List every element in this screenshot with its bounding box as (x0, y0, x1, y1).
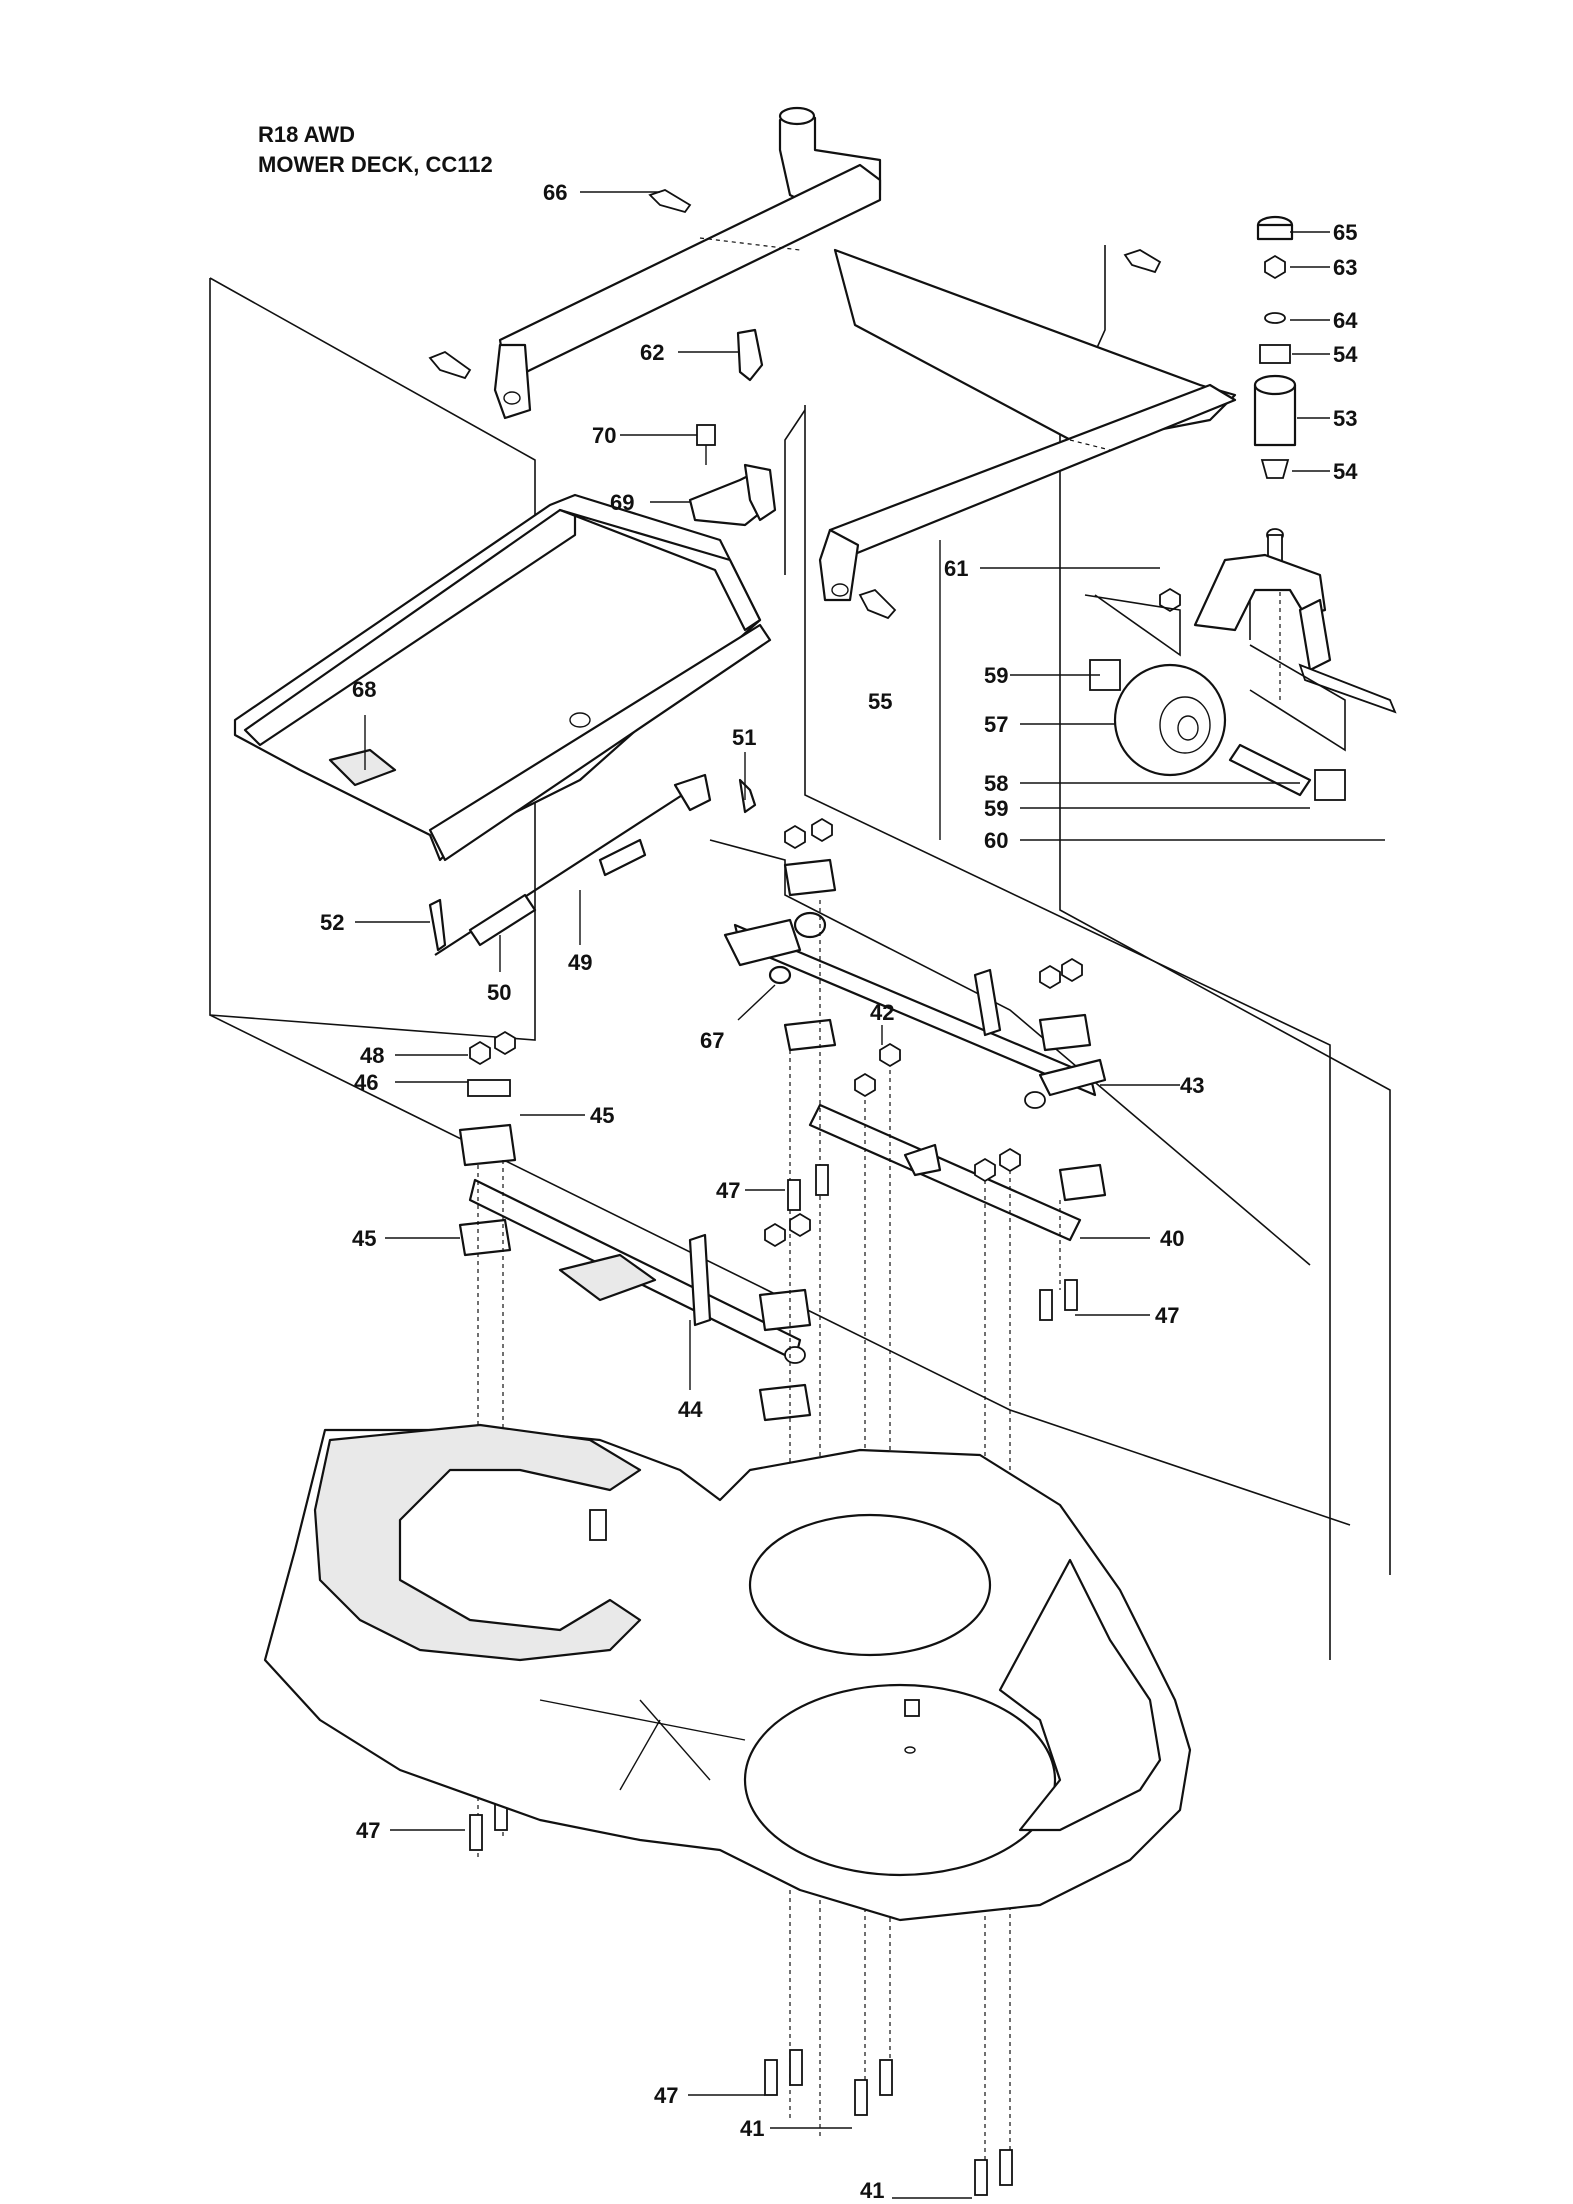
callout-67: 67 (700, 1028, 724, 1053)
rear-axle-44 (468, 1178, 806, 1364)
callout-59-upper: 59 (984, 663, 1008, 688)
callout-45-lower: 45 (352, 1226, 376, 1251)
frame-bolts (428, 189, 1162, 620)
callout-69: 69 (610, 490, 634, 515)
callout-45-upper: 45 (590, 1103, 614, 1128)
callout-61: 61 (944, 556, 968, 581)
nuts-and-washers (467, 817, 1083, 1248)
callout-52: 52 (320, 910, 344, 935)
bearing-blocks (458, 858, 1107, 1422)
callout-54-bottom: 54 (1333, 459, 1358, 484)
callout-40: 40 (1160, 1226, 1184, 1251)
callout-55: 55 (868, 689, 892, 714)
callout-47-left: 47 (356, 1818, 380, 1843)
callout-42: 42 (870, 1000, 894, 1025)
callout-47-right: 47 (1155, 1303, 1179, 1328)
callout-68: 68 (352, 677, 376, 702)
lift-arm-assembly (493, 106, 1237, 602)
height-adjust-rod (428, 773, 757, 956)
callout-66: 66 (543, 180, 567, 205)
callout-41-lower: 41 (860, 2178, 884, 2203)
deck-frame-68 (233, 493, 772, 862)
callout-57: 57 (984, 712, 1008, 737)
callout-44: 44 (678, 1397, 703, 1422)
diagram-model-title: R18 AWD (258, 122, 355, 147)
callout-50: 50 (487, 980, 511, 1005)
callout-53: 53 (1333, 406, 1357, 431)
callout-47-middle: 47 (716, 1178, 740, 1203)
callout-65: 65 (1333, 220, 1357, 245)
callout-60: 60 (984, 828, 1008, 853)
callout-48: 48 (360, 1043, 384, 1068)
callout-47-bottom: 47 (654, 2083, 678, 2108)
bracket-69 (688, 424, 777, 527)
mower-deck (263, 1423, 1192, 1922)
callout-labels: 66 65 63 64 54 53 54 62 70 69 61 68 59 5… (320, 180, 1358, 2203)
callout-43: 43 (1180, 1073, 1204, 1098)
callout-59-lower: 59 (984, 796, 1008, 821)
callout-51: 51 (732, 725, 756, 750)
diagram-assembly-title: MOWER DECK, CC112 (258, 152, 493, 177)
callout-70: 70 (592, 423, 616, 448)
assembly-guides (477, 560, 1281, 2190)
bracket-clip-62 (736, 328, 764, 382)
callout-41-upper: 41 (740, 2116, 764, 2141)
callout-46: 46 (354, 1070, 378, 1095)
callout-49: 49 (568, 950, 592, 975)
callout-63: 63 (1333, 255, 1357, 280)
bar-40 (808, 1103, 1082, 1242)
callout-54-top: 54 (1333, 342, 1358, 367)
callout-leaders (355, 191, 1385, 2199)
callout-58: 58 (984, 771, 1008, 796)
front-axle-43 (723, 911, 1107, 1109)
caster-assembly-55 (1089, 215, 1397, 801)
callout-62: 62 (640, 340, 664, 365)
callout-64: 64 (1333, 308, 1358, 333)
caster-detail-frames (1084, 594, 1346, 752)
